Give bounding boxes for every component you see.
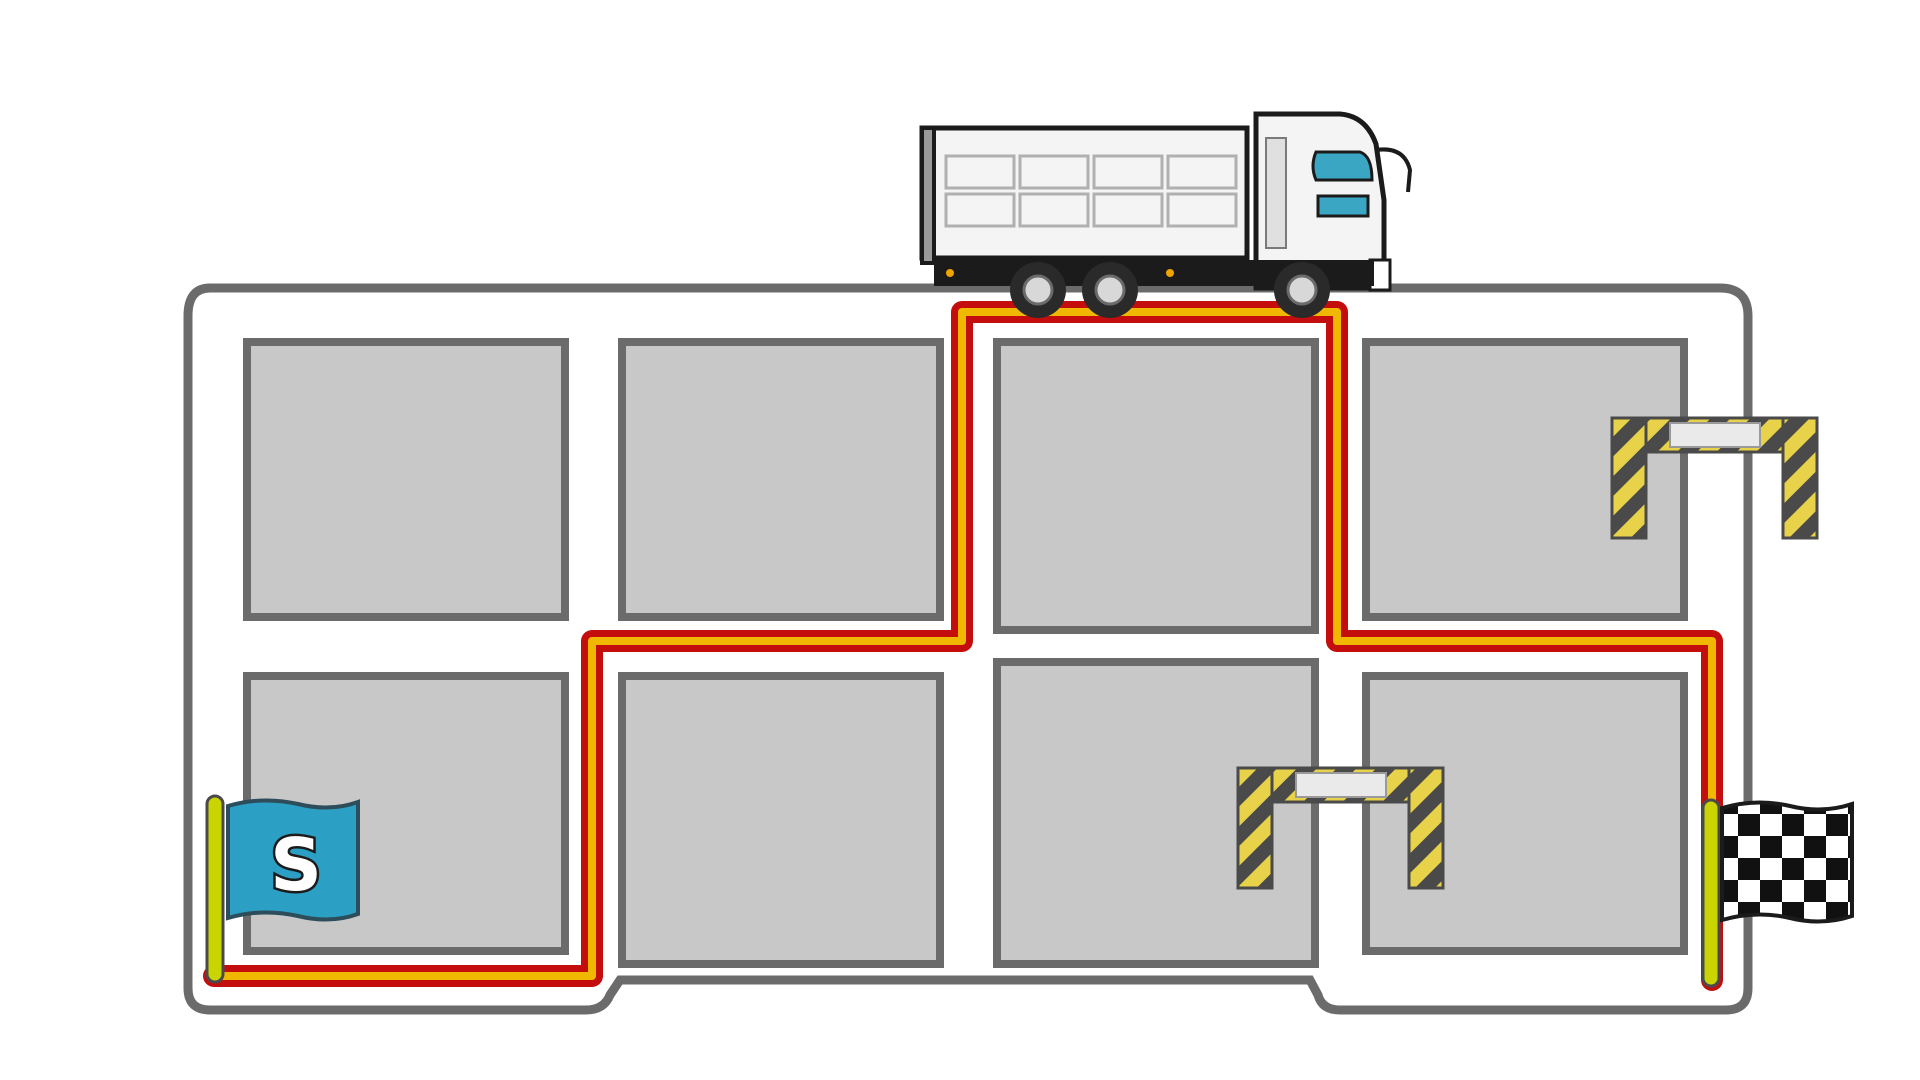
start-flag-label: S — [270, 823, 322, 907]
city-block — [993, 338, 1319, 634]
start-flag-cloth — [226, 798, 360, 922]
start-flag-icon: S — [205, 794, 360, 984]
route-line-inner — [210, 308, 1716, 984]
dump-truck-icon — [919, 111, 1413, 318]
hazard-barrier-icon — [1610, 416, 1819, 540]
start-flag-pole — [205, 794, 225, 984]
finish-flag-pole — [1701, 798, 1721, 988]
city-blocks — [243, 338, 1688, 968]
finish-flag-cloth — [1720, 800, 1854, 924]
solution-route — [203, 301, 1723, 991]
city-block — [618, 338, 944, 621]
city-block — [243, 338, 569, 621]
truck-wheel — [1082, 262, 1138, 318]
truck-wheel — [1274, 262, 1330, 318]
checkered-flag-icon — [1701, 798, 1854, 988]
city-block — [618, 672, 944, 968]
hazard-barrier-icon — [1236, 766, 1445, 890]
truck-wheel — [1010, 262, 1066, 318]
